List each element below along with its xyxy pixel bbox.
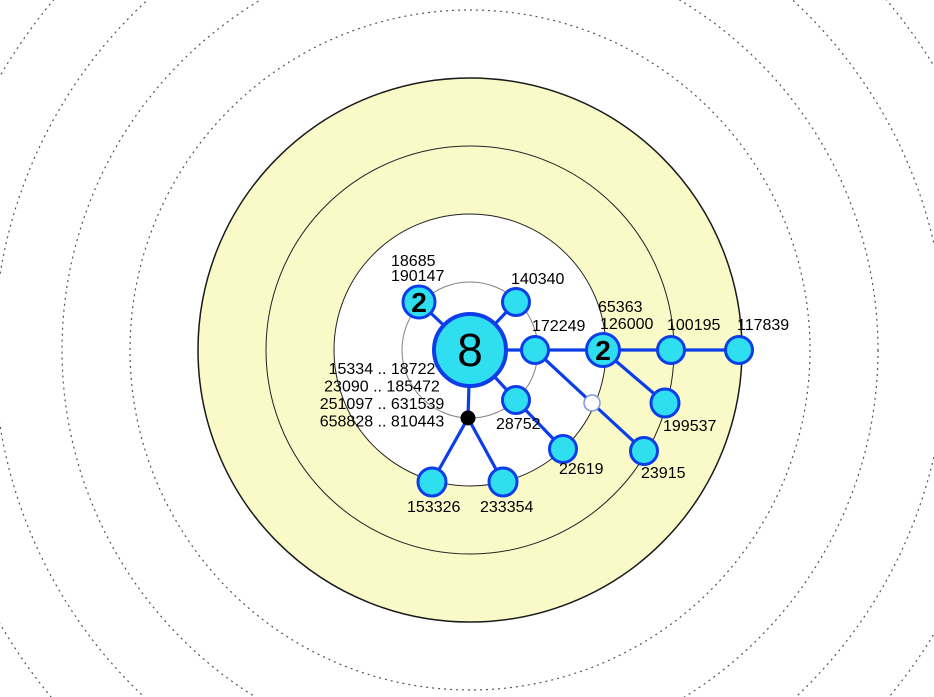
label-65363: 65363	[598, 299, 643, 316]
node-28752[interactable]	[501, 385, 531, 415]
group-right-count: 2	[595, 335, 611, 366]
node-140340[interactable]	[501, 287, 531, 317]
center-node-count: 8	[457, 324, 483, 376]
node-199537[interactable]	[649, 387, 681, 419]
label-28752: 28752	[496, 416, 541, 433]
label-199537: 199537	[663, 418, 716, 435]
dotted-hop-ring-6	[61, 0, 879, 697]
node-23915[interactable]	[629, 436, 659, 466]
label-233354: 233354	[480, 499, 533, 516]
center-range-line-1: 15334 .. 18722	[329, 361, 436, 378]
label-22619: 22619	[559, 461, 604, 478]
node-100195[interactable]	[656, 335, 686, 365]
group-upper-left-count: 2	[411, 287, 427, 318]
node-117839[interactable]	[724, 335, 754, 365]
node-white-junction[interactable]	[583, 394, 601, 412]
label-18685: 18685	[391, 253, 436, 270]
label-190147: 190147	[391, 268, 444, 285]
label-140340: 140340	[511, 271, 564, 288]
dotted-hop-ring-5	[129, 9, 811, 691]
label-153326: 153326	[407, 499, 460, 516]
center-range-line-3: 251097 .. 631539	[320, 396, 445, 413]
center-range-line-2: 23090 .. 185472	[324, 379, 440, 396]
label-172249: 172249	[532, 318, 585, 335]
node-153326[interactable]	[416, 466, 448, 498]
node-black-junction[interactable]	[460, 410, 476, 426]
label-23915: 23915	[641, 465, 686, 482]
node-center-aggregate[interactable]	[432, 312, 508, 388]
label-117839: 117839	[737, 317, 789, 334]
center-range-line-4: 658828 .. 810443	[320, 414, 445, 431]
node-group-right[interactable]	[585, 332, 621, 368]
node-233354[interactable]	[487, 466, 519, 498]
node-172249[interactable]	[520, 335, 550, 365]
label-100195: 100195	[667, 317, 720, 334]
node-group-upper-left[interactable]	[401, 284, 437, 320]
node-22619[interactable]	[548, 434, 578, 464]
label-126000: 126000	[600, 316, 653, 333]
